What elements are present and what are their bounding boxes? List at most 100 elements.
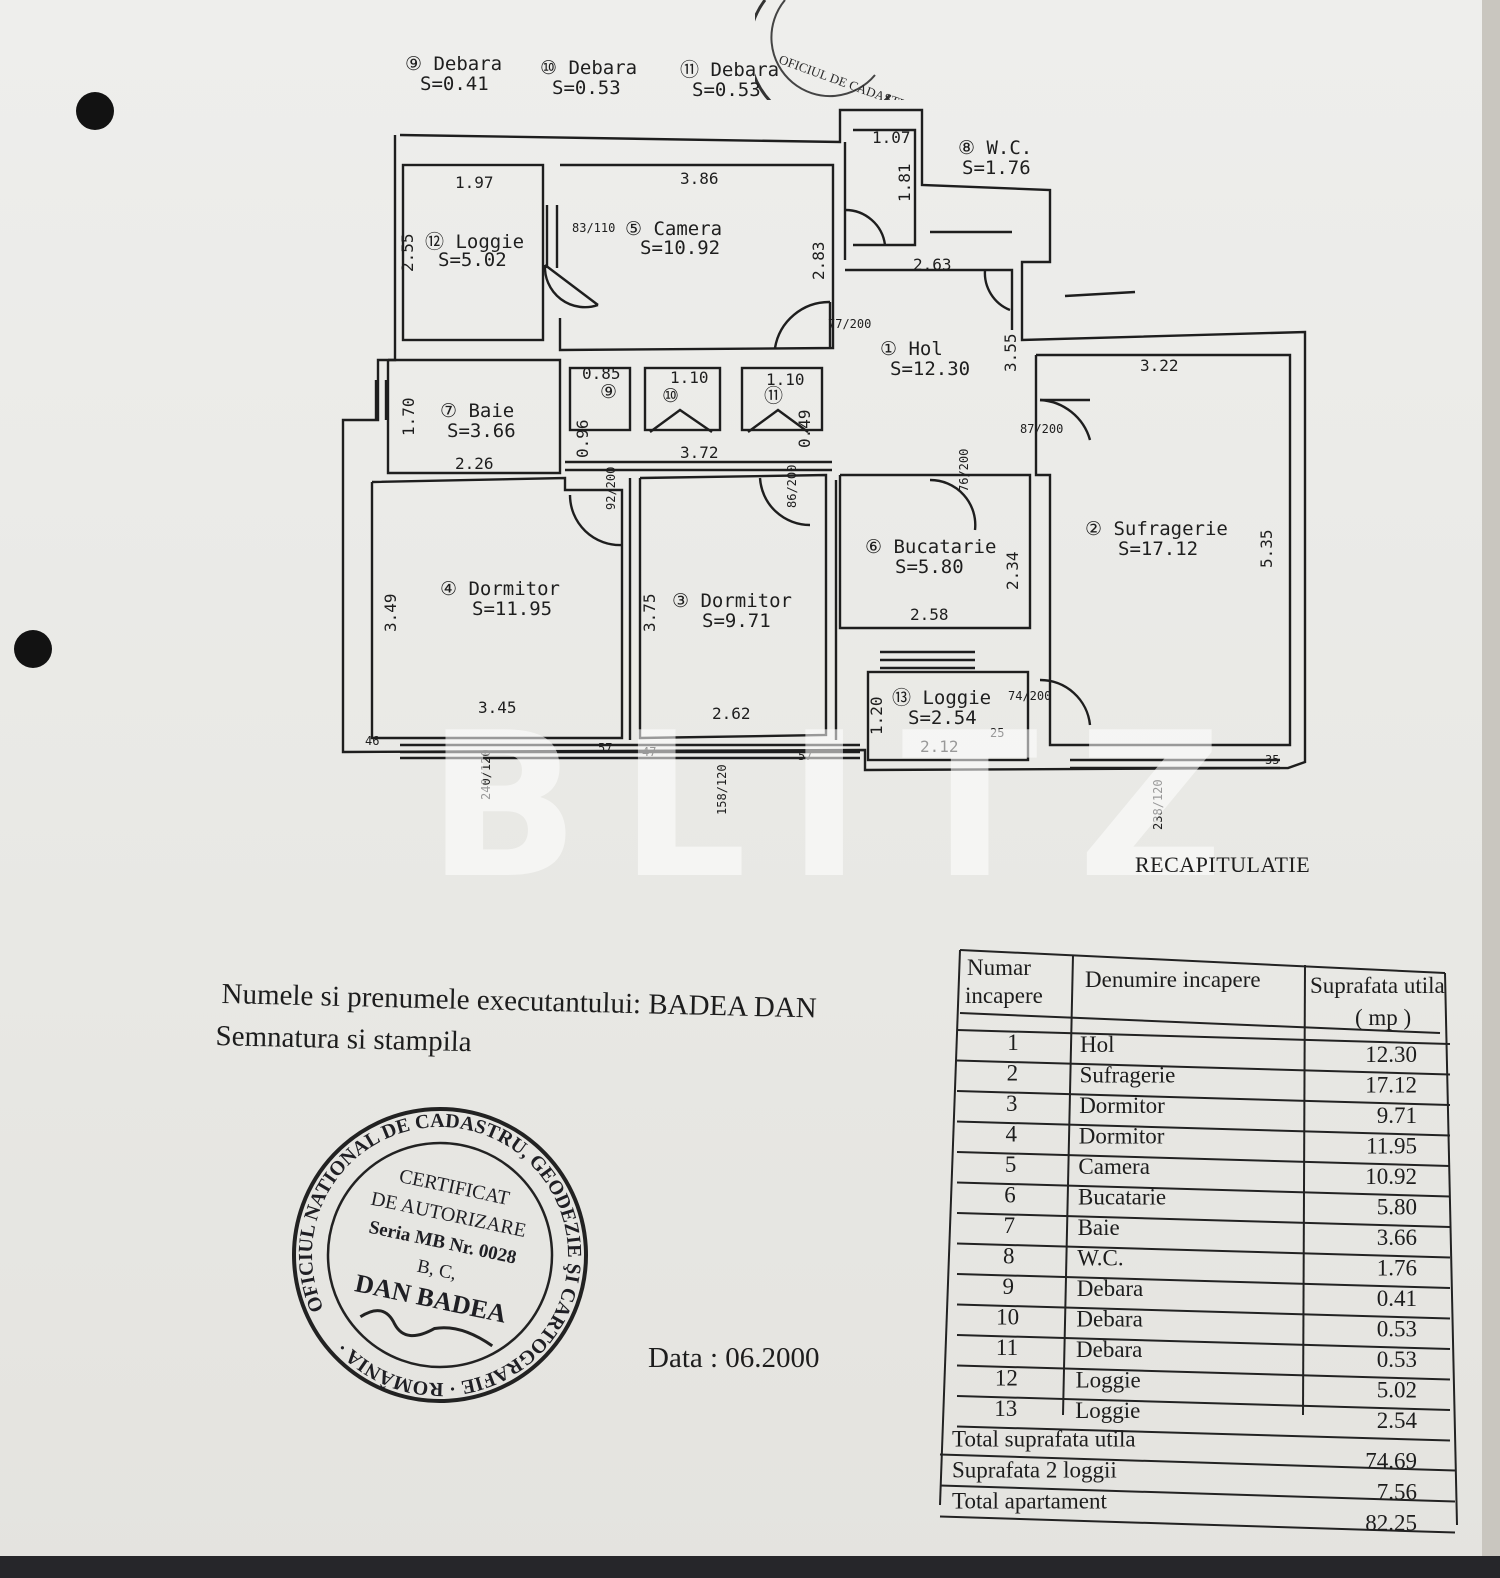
- room-area-1: S=12.30: [890, 358, 970, 380]
- background-strip: [0, 1556, 1500, 1578]
- door-label: 158/120: [715, 764, 729, 815]
- table-total-value: 74.69: [1365, 1449, 1417, 1474]
- table-row-area: 10.92: [1365, 1164, 1417, 1189]
- loggie-12-outline: [401, 163, 545, 342]
- watermark: BLITZ: [427, 690, 1263, 923]
- table-row-name: Camera: [1078, 1154, 1150, 1179]
- table-rule: [956, 1029, 1451, 1045]
- table-row-area: 5.02: [1377, 1378, 1417, 1403]
- executant-line: Numele si prenumele executantului: BADEA…: [221, 978, 817, 1025]
- room-label-7: ⑦ Baie: [440, 400, 514, 422]
- room-area-4: S=11.95: [472, 598, 552, 620]
- door-label: 240/120: [479, 749, 493, 800]
- punch-hole: [76, 92, 114, 130]
- table-row-number: 5: [1005, 1152, 1017, 1177]
- dimension: 5.35: [1257, 529, 1276, 568]
- table-rule: [959, 949, 1446, 974]
- door-label: 83/110: [572, 221, 615, 235]
- authorization-stamp: OFICIUL NATIONAL DE CADASTRU, GEODEZIE Ş…: [290, 1100, 590, 1410]
- mark: 57: [798, 749, 812, 763]
- table-rule: [939, 1515, 1456, 1534]
- mark: 46: [365, 734, 379, 748]
- debara-11-outline: [740, 366, 824, 432]
- storage-area-9: S=0.41: [420, 73, 489, 95]
- table-total-value: 7.56: [1377, 1480, 1417, 1505]
- table-rule: [956, 1151, 1451, 1167]
- camera-outline: [558, 163, 835, 352]
- table-rule: [956, 1425, 1451, 1442]
- hol-outline: [845, 268, 1014, 330]
- door-label: 238/120: [1151, 779, 1165, 830]
- door-label: 74/200: [1008, 689, 1051, 703]
- table-row-number: 13: [994, 1396, 1017, 1421]
- dormitor-3-outline: [638, 473, 828, 740]
- dimension: 0.96: [573, 419, 592, 458]
- room-area-3: S=9.71: [702, 610, 771, 632]
- storage-labels: ⑨ Debara S=0.41 ⑩ Debara S=0.53 ⑪ Debara…: [405, 53, 779, 101]
- storage-area-10: S=0.53: [552, 77, 621, 99]
- dimension: 2.83: [809, 241, 828, 280]
- table-row-number: 2: [1007, 1061, 1019, 1086]
- dimension-labels: 1.97 3.86 1.07 1.81 2.63 2.55 2.83 3.55 …: [381, 128, 1276, 756]
- dimension: 3.75: [640, 593, 659, 632]
- table-rule: [956, 1242, 1451, 1259]
- room-area-2: S=17.12: [1118, 538, 1198, 560]
- table-rule: [956, 1334, 1451, 1350]
- stamp-ring-text: OFICIUL NATIONAL DE CADASTRU, GEODEZIE Ş…: [290, 1100, 590, 1410]
- storage-number-9: ⑨: [600, 381, 617, 403]
- table-rule: [1444, 972, 1458, 1526]
- room-area-8: S=1.76: [962, 157, 1031, 179]
- room-label-13: ⑬ Loggie: [892, 687, 991, 709]
- table-rule: [956, 1395, 1451, 1411]
- dimension: 1.81: [895, 163, 914, 202]
- table-row-number: 3: [1006, 1091, 1018, 1116]
- dimension: 2.58: [910, 605, 949, 624]
- dimension: 1.07: [872, 128, 911, 147]
- door-label: 86/200: [785, 465, 799, 508]
- table-row-number: 8: [1003, 1244, 1015, 1269]
- header-col3-line1: Suprafata utila: [1310, 973, 1445, 998]
- door-labels: 83/110 77/200 87/200 92/200 86/200 76/20…: [479, 221, 1165, 830]
- recap-table: Numar incapere Denumire incapere Suprafa…: [939, 949, 1458, 1536]
- room-label-12: ⑫ Loggie: [425, 231, 524, 253]
- room-area-13: S=2.54: [908, 707, 977, 729]
- table-row-area: 0.53: [1377, 1347, 1417, 1372]
- table-rule: [959, 1012, 1441, 1034]
- signature-scribble: [359, 1309, 494, 1348]
- room-labels: ① Hol S=12.30 ② Sufragerie S=17.12 ③ Dor…: [425, 137, 1228, 729]
- table-row-name: Hol: [1080, 1032, 1115, 1057]
- punch-hole: [14, 630, 52, 668]
- table-row-name: Sufragerie: [1080, 1063, 1176, 1088]
- door-label: 92/200: [604, 467, 618, 510]
- table-row-name: W.C.: [1077, 1246, 1123, 1271]
- table-row-number: 6: [1004, 1183, 1016, 1208]
- table-rule: [956, 1303, 1451, 1320]
- table-rule: [939, 1453, 1456, 1472]
- table-row-area: 2.54: [1377, 1408, 1418, 1433]
- dimension: 1.10: [766, 370, 805, 389]
- header-col1-line2: incapere: [965, 983, 1043, 1008]
- debara-10-outline: [643, 366, 722, 432]
- table-rule: [956, 1059, 1451, 1076]
- table-row-name: Debara: [1076, 1337, 1142, 1362]
- recap-title: RECAPITULATIE: [1135, 852, 1311, 877]
- dimension: 2.34: [1003, 551, 1022, 590]
- storage-label-9: ⑨ Debara: [405, 53, 502, 75]
- header-col3-line2: ( mp ): [1355, 1005, 1411, 1030]
- table-row-number: 4: [1005, 1122, 1017, 1147]
- room-label-6: ⑥ Bucatarie: [865, 536, 996, 558]
- dimension: 3.55: [1001, 333, 1020, 372]
- table-row-area: 0.41: [1377, 1286, 1417, 1311]
- mark: 47: [642, 745, 656, 759]
- table-row-area: 17.12: [1365, 1073, 1417, 1098]
- document-date: Data : 06.2000: [648, 1342, 820, 1374]
- table-row-number: 7: [1004, 1213, 1016, 1238]
- dimension: 3.86: [680, 169, 719, 188]
- mark: 35: [1265, 753, 1279, 767]
- dimension: 3.45: [478, 698, 517, 717]
- table-rule: [939, 1484, 1456, 1503]
- dimension: 2.63: [913, 255, 952, 274]
- table-row-number: 10: [996, 1305, 1019, 1330]
- bathroom-outline: [386, 358, 562, 475]
